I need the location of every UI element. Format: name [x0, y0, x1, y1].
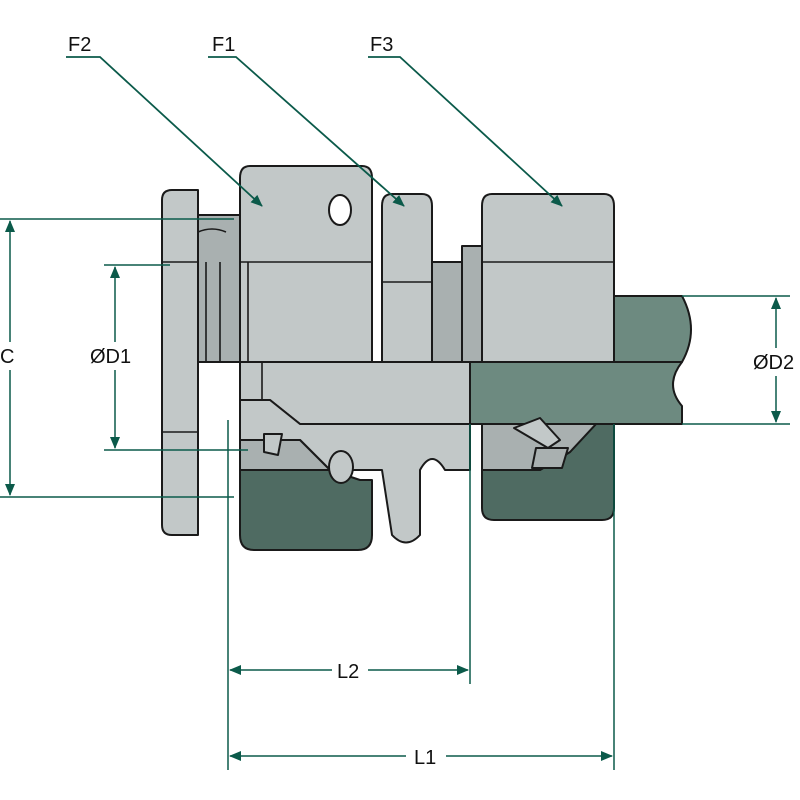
locknut-section — [239, 433, 373, 551]
label-l2: L2 — [337, 661, 359, 683]
tube — [469, 295, 692, 425]
label-l1: L1 — [414, 747, 436, 769]
label-f3: F3 — [370, 34, 393, 56]
label-d2: ØD2 — [753, 352, 794, 374]
label-f1: F1 — [212, 34, 235, 56]
label-c: C — [0, 346, 14, 368]
body-hex-f1 — [381, 193, 483, 363]
body-section — [239, 361, 471, 544]
union-nut-f3 — [481, 193, 615, 363]
flange-plate — [161, 189, 241, 536]
locknut-hole — [328, 194, 352, 226]
leader-lines — [66, 56, 563, 207]
union-nut-section — [481, 417, 615, 521]
label-d1: ØD1 — [90, 346, 131, 368]
locknut-f2 — [239, 165, 373, 363]
label-f2: F2 — [68, 34, 91, 56]
